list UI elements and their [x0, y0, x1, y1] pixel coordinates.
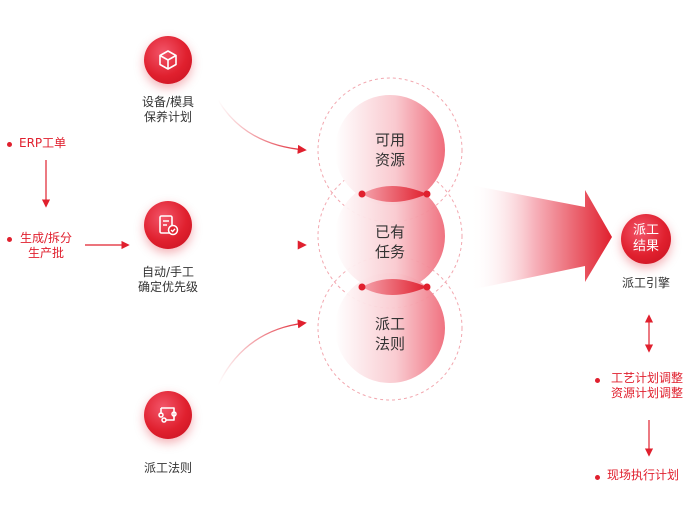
- arrow-rules-to-bubbles: [217, 319, 307, 386]
- overlap-lens-bottom: [362, 279, 427, 295]
- lens-dot: [358, 190, 366, 198]
- rules-icon-circle: [144, 391, 192, 439]
- arrow-equipment-to-bubbles: [217, 99, 307, 154]
- box-icon: [159, 50, 177, 70]
- bullet-dot: [595, 475, 600, 480]
- batch-label: 生成/拆分 生产批: [19, 231, 73, 260]
- erp-order-label: ERP工单: [19, 136, 67, 150]
- dispatch-rules-bubble-label: 派工 法则: [374, 315, 405, 353]
- equipment-maintenance-label: 设备/模具 保养计划: [141, 95, 195, 124]
- lens-dot: [423, 190, 431, 198]
- dispatch-result-circle: 派工 结果: [621, 214, 671, 264]
- bubble-ring-top: [317, 77, 463, 223]
- dispatch-rules-label: 派工法则: [143, 461, 192, 475]
- bullet-dot: [7, 237, 12, 242]
- bubble-dispatch-rules: [335, 273, 445, 383]
- existing-tasks-label: 已有 任务: [374, 223, 405, 261]
- overlap-lens-top: [362, 186, 427, 202]
- bullet-dot: [7, 142, 12, 147]
- lens-dot: [423, 283, 431, 291]
- flow-rule-icon: [158, 407, 177, 423]
- dispatch-engine-label: 派工引擎: [621, 276, 670, 290]
- equipment-icon-circle: [144, 36, 192, 84]
- big-flow-arrow: [470, 185, 612, 290]
- bubble-existing-tasks: [335, 181, 445, 291]
- priority-label: 自动/手工 确定优先级: [137, 265, 198, 294]
- plan-adjust-label: 工艺计划调整 资源计划调整: [610, 371, 683, 400]
- available-resources-label: 可用 资源: [374, 131, 405, 169]
- bubble-available-resources: [335, 95, 445, 205]
- lens-dot: [358, 283, 366, 291]
- document-check-icon: [159, 215, 179, 236]
- bullet-dot: [595, 378, 600, 383]
- priority-icon-circle: [144, 201, 192, 249]
- onsite-execution-label: 现场执行计划: [607, 468, 680, 482]
